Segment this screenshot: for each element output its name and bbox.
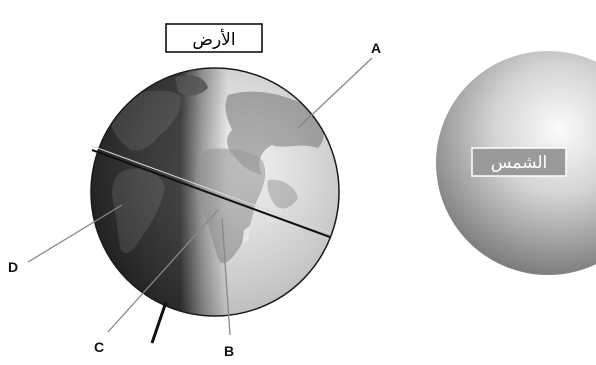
sun: الشمس: [436, 51, 596, 275]
sun-label-box: [471, 147, 567, 177]
marker-d: D: [8, 259, 18, 275]
earth: [90, 67, 340, 344]
earth-label-box: [165, 23, 263, 53]
pointer-d: [27, 204, 123, 263]
sun-label: الشمس: [491, 153, 548, 173]
equator-line: [91, 149, 331, 238]
earth-label: الأرض: [192, 29, 235, 50]
equator-line-highlight: [91, 145, 331, 234]
pointer-b: [221, 217, 231, 336]
marker-a: A: [371, 40, 381, 56]
earth-outline: [90, 67, 340, 317]
earth-shade: [91, 68, 339, 316]
pointer-c: [107, 209, 219, 333]
pointers: [27, 57, 373, 336]
earth-axis: [150, 301, 168, 344]
pointer-a: [297, 57, 373, 129]
marker-b: B: [224, 343, 234, 359]
marker-c: C: [94, 339, 104, 355]
